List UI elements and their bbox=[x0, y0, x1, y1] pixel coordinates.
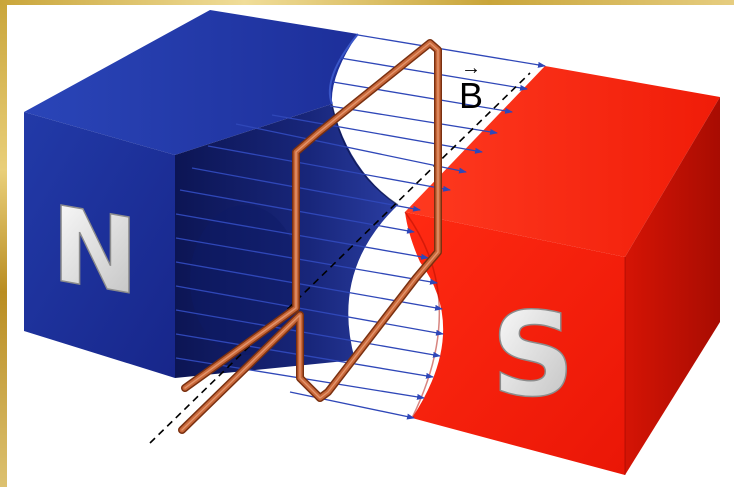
north-pole-label: N bbox=[51, 183, 138, 319]
south-pole-label: S bbox=[491, 288, 575, 423]
field-line bbox=[358, 35, 545, 66]
field-symbol: B bbox=[459, 75, 483, 116]
field-line bbox=[290, 392, 414, 418]
field-line bbox=[340, 58, 527, 89]
magnetic-field-label: → B bbox=[459, 57, 483, 116]
